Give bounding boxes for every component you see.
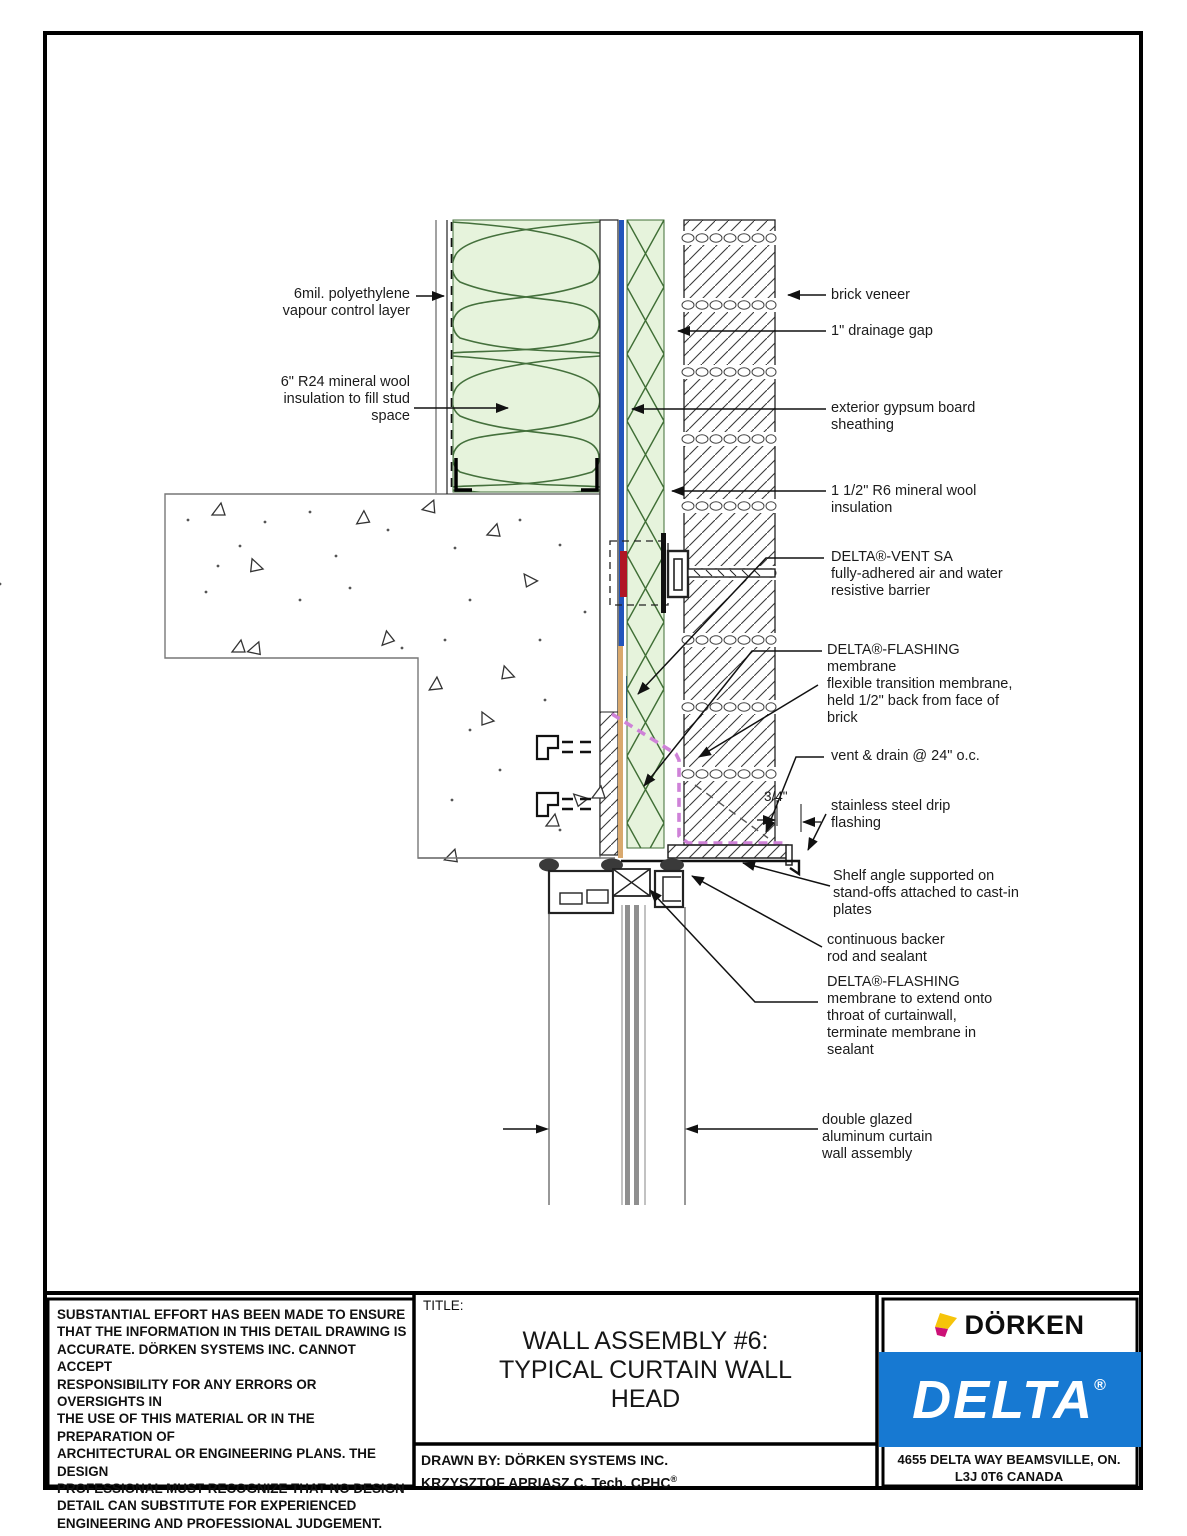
shelf-angle	[621, 844, 801, 877]
label-vent-drain: vent & drain @ 24" o.c.	[831, 748, 980, 764]
drawn-by-line2: KRZYSZTOF APRIASZ C. Tech. CPHC	[421, 1474, 671, 1491]
delta-logo-box: DELTA®	[879, 1352, 1141, 1447]
label-curtain-wall: double glazed aluminum curtain wall asse…	[822, 1112, 933, 1162]
dorken-logo: DÖRKEN	[877, 1303, 1141, 1347]
label-delta-vent-sa: DELTA®-VENT SA fully-adhered air and wat…	[831, 549, 1003, 599]
disclaimer-text: SUBSTANTIAL EFFORT HAS BEEN MADE TO ENSU…	[57, 1307, 407, 1531]
glazing-pane	[634, 905, 639, 1205]
delta-wordmark: DELTA®	[912, 1369, 1108, 1430]
label-vapour-control: 6mil. polyethylene vapour control layer	[282, 286, 410, 319]
curtain-wall-head	[539, 858, 686, 1205]
thermal-clip	[620, 551, 627, 597]
brick-tie-assembly	[609, 533, 776, 613]
label-brick-veneer: brick veneer	[831, 287, 910, 303]
label-r6-insulation: 1 1/2" R6 mineral wool insulation	[831, 483, 977, 516]
dorken-wordmark: DÖRKEN	[964, 1309, 1085, 1340]
dimension-3-4	[757, 800, 821, 832]
label-gypsum-sheathing: exterior gypsum board sheathing	[831, 400, 976, 433]
label-shelf-angle: Shelf angle supported on stand-offs atta…	[833, 868, 1019, 918]
standoff-anchors	[535, 734, 607, 828]
vent-drain-mark	[694, 784, 769, 839]
dimension-curtain-wall	[503, 1124, 818, 1134]
delta-flashing-layer	[618, 646, 623, 858]
drawn-by-block: DRAWN BY: DÖRKEN SYSTEMS INC. KRZYSZTOF A…	[421, 1451, 677, 1493]
dorken-fold-icon	[935, 1313, 958, 1337]
drawing-title: WALL ASSEMBLY #6: TYPICAL CURTAIN WALL H…	[498, 1327, 793, 1413]
delta-vent-sa-layer	[619, 220, 624, 646]
company-address: 4655 DELTA WAY BEAMSVILLE, ON. L3J 0T6 C…	[897, 1452, 1121, 1484]
delta-registered-mark: ®	[1094, 1376, 1108, 1394]
label-drainage-gap: 1" drainage gap	[831, 323, 933, 339]
stainless-drip-flashing	[621, 859, 801, 877]
label-delta-flashing-throat: DELTA®-FLASHING membrane to extend onto …	[827, 974, 993, 1058]
stud-wall-layers	[435, 219, 665, 858]
label-stud-insulation: 6" R24 mineral wool insulation to fill s…	[280, 374, 410, 424]
sheet-border	[43, 31, 1143, 1490]
label-drip-flashing: stainless steel drip flashing	[831, 798, 951, 831]
registered-mark: ®	[670, 1474, 678, 1484]
dim-three-quarter: 3/4"	[764, 789, 788, 804]
leader-lines	[414, 290, 831, 1003]
label-backer-rod: continuous backer rod and sealant	[827, 932, 945, 965]
flexible-transition-membrane	[611, 712, 786, 845]
concrete-slab	[0, 493, 615, 863]
brick-veneer	[678, 219, 780, 846]
label-delta-flashing: DELTA®-FLASHING membrane	[827, 642, 960, 675]
label-flexible-transition: flexible transition membrane, held 1/2" …	[827, 676, 1013, 726]
glazing-pane	[625, 905, 630, 1205]
title-label: TITLE:	[423, 1298, 464, 1313]
drawn-by-line1: DRAWN BY: DÖRKEN SYSTEMS INC.	[421, 1452, 669, 1468]
